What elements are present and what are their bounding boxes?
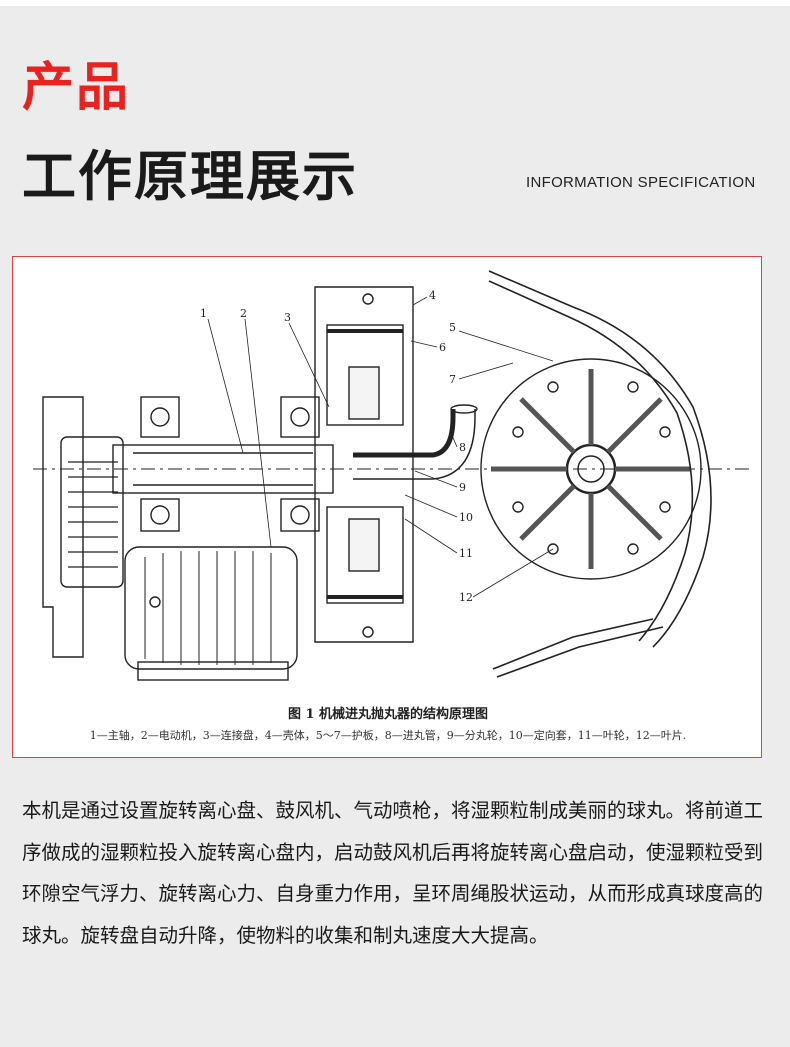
figure-caption-title: 图 1 机械进丸抛丸器的结构原理图 [287, 707, 489, 722]
description-paragraph: 本机是通过设置旋转离心盘、鼓风机、气动喷枪，将湿颗粒制成美丽的球丸。将前道工序做… [22, 799, 764, 947]
casing [314, 286, 414, 643]
label-4: 4 [429, 289, 436, 302]
label-7: 7 [449, 373, 456, 386]
label-11: 11 [459, 547, 473, 560]
electric-motor [124, 546, 298, 681]
left-housing [42, 396, 84, 658]
top-rule [0, 0, 790, 6]
shot-blaster-diagram: 1 2 3 4 5 6 7 8 9 10 11 12 [33, 270, 753, 681]
label-1: 1 [200, 307, 207, 320]
pulley [60, 436, 124, 588]
section-subtitle-english: INFORMATION SPECIFICATION [526, 174, 756, 191]
label-2: 2 [240, 307, 247, 320]
diagram-frame: 1 2 3 4 5 6 7 8 9 10 11 12 图 1 机械进丸抛丸器的结… [12, 256, 762, 758]
figure-caption-legend: 1—主轴，2—电动机，3—连接盘，4—壳体，5～7—护板，8—进丸管，9—分丸轮… [89, 729, 687, 742]
bearing-blocks [140, 396, 320, 532]
part-labels: 1 2 3 4 5 6 7 8 9 10 11 12 [200, 289, 473, 604]
guard-plates [488, 270, 712, 678]
label-12: 12 [459, 591, 473, 604]
leader-lines [207, 296, 554, 598]
label-3: 3 [284, 311, 291, 324]
label-5: 5 [449, 321, 456, 334]
label-9: 9 [459, 481, 466, 494]
impeller-wheel [480, 358, 702, 580]
section-title-main: 工作原理展示 [22, 145, 358, 208]
label-6: 6 [439, 341, 446, 354]
section-title-red: 产品 [22, 58, 131, 118]
pulley-grooves [68, 461, 118, 568]
label-10: 10 [459, 511, 473, 524]
label-8: 8 [459, 441, 466, 454]
